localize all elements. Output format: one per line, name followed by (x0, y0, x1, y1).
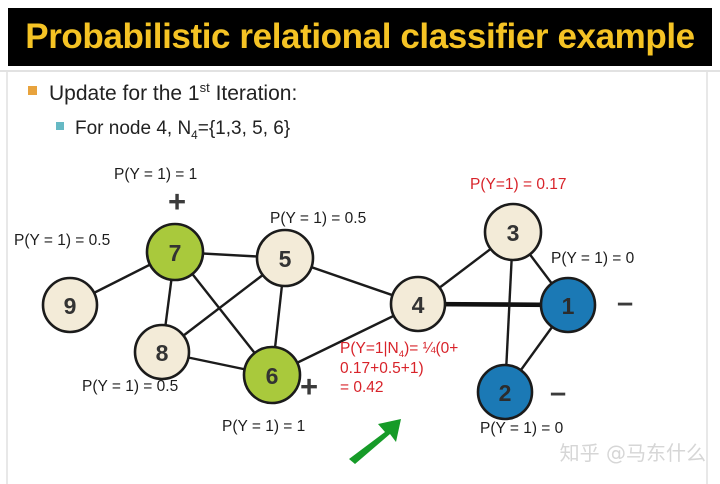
graph-node-1[interactable]: 1 (539, 276, 597, 334)
graph-node-label: 9 (64, 293, 77, 319)
formula-line-1: P(Y=1|N4)= ¼(0+ (340, 340, 520, 360)
graph-node-8[interactable]: 8 (133, 323, 191, 381)
graph-node-circle (539, 276, 597, 334)
graph-node-label: 7 (169, 240, 182, 266)
sign-plus-node6: + (300, 369, 319, 404)
prob-label-node2: P(Y = 1) = 0 (480, 420, 564, 437)
sign-minus-node1: – (617, 287, 634, 319)
prob-label-node3: P(Y=1) = 0.17 (470, 176, 567, 193)
bullet-item-node4: For node 4, N4={1,3, 5, 6} (56, 118, 290, 142)
formula-line1-prefix: P(Y=1|N (340, 340, 399, 357)
right-edge-rail (706, 72, 708, 484)
graph-node-5[interactable]: 5 (255, 228, 315, 288)
prob-label-node6: P(Y = 1) = 1 (222, 418, 306, 435)
bullet2-subscript: 4 (191, 128, 198, 142)
prob-label-node8: P(Y = 1) = 0.5 (82, 378, 179, 395)
sign-plus-node7: + (168, 184, 187, 219)
formula-line1-suffix: )= ¼(0+ (404, 340, 459, 357)
graph-node-circle (145, 222, 205, 282)
graph-node-label: 1 (562, 293, 575, 319)
slide-title-bar: Probabilistic relational classifier exam… (8, 8, 712, 66)
graph-node-circle (41, 276, 99, 334)
bullet-item-update: Update for the 1st Iteration: (28, 80, 297, 106)
bullet1-prefix: Update for the 1 (49, 82, 200, 105)
bullet1-superscript: st (199, 80, 210, 95)
graph-node-label: 8 (156, 340, 169, 366)
graph-node-9[interactable]: 9 (41, 276, 99, 334)
graph-node-circle (255, 228, 315, 288)
prob-label-node7: P(Y = 1) = 1 (114, 166, 198, 183)
watermark: 知乎 @马东什么 (559, 441, 706, 465)
prob-label-node9: P(Y = 1) = 0.5 (14, 232, 111, 249)
graph-node-label: 5 (279, 246, 292, 272)
graph-node-circle (476, 363, 534, 421)
bullet-item-node4-label: For node 4, N4={1,3, 5, 6} (75, 118, 290, 142)
posterior-formula: P(Y=1|N4)= ¼(0+ 0.17+0.5+1) = 0.42 (340, 340, 520, 397)
bullet-square-icon (56, 122, 64, 130)
formula-line-2: 0.17+0.5+1) (340, 360, 424, 378)
graph-node-label: 4 (412, 292, 425, 318)
graph-node-circle (483, 202, 543, 262)
bullet2-prefix: For node 4, N (75, 118, 192, 139)
graph-node-4[interactable]: 4 (389, 275, 447, 333)
graph-node-circle (389, 275, 447, 333)
formula-line1-subscript: 4 (398, 349, 405, 361)
prob-label-node5: P(Y = 1) = 0.5 (270, 210, 367, 227)
title-divider (0, 70, 720, 72)
bullet-item-update-label: Update for the 1st Iteration: (49, 80, 297, 106)
left-edge-rail (6, 72, 8, 484)
prob-label-node1: P(Y = 1) = 0 (551, 250, 635, 267)
graph-node-2[interactable]: 2 (476, 363, 534, 421)
page-title: Probabilistic relational classifier exam… (25, 17, 695, 56)
formula-line-3: = 0.42 (340, 378, 384, 396)
green-arrow-icon (349, 419, 401, 464)
graph-node-3[interactable]: 3 (483, 202, 543, 262)
graph-node-circle (242, 345, 302, 405)
graph-node-circle (133, 323, 191, 381)
bullet2-suffix: ={1,3, 5, 6} (197, 118, 291, 139)
graph-node-label: 6 (266, 363, 279, 389)
graph-node-6[interactable]: 6 (242, 345, 302, 405)
bullet-square-icon (28, 86, 37, 95)
bullet1-suffix: Iteration: (209, 82, 298, 105)
graph-node-label: 2 (499, 380, 512, 406)
graph-node-layer: 9 7 8 5 6 4 3 1 2 (41, 202, 597, 421)
graph-node-label: 3 (507, 220, 520, 246)
graph-node-7[interactable]: 7 (145, 222, 205, 282)
sign-minus-node2: – (550, 377, 567, 409)
